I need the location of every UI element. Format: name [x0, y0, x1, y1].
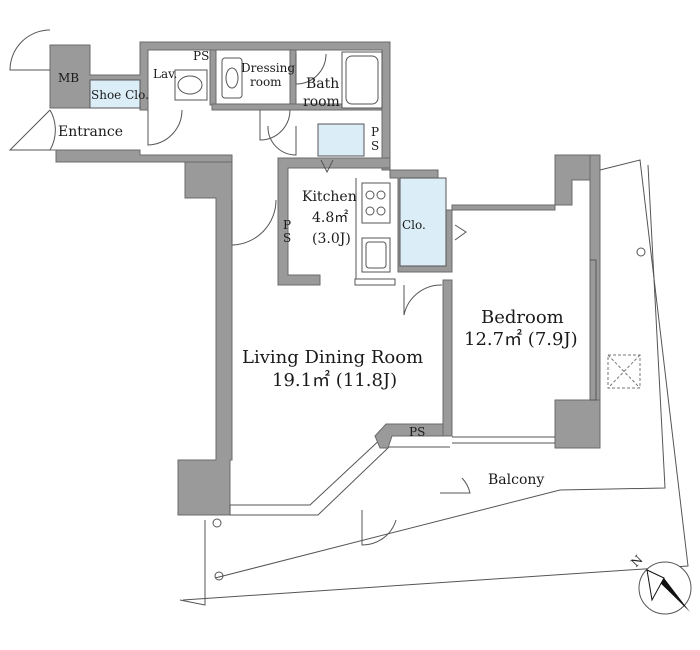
ps-kitchen-label-1: P: [283, 218, 291, 232]
bath-label-1: Bath: [306, 76, 339, 92]
ps-right-label-1: P: [371, 125, 379, 139]
bedroom-area-label: 12.7㎡ (7.9J): [464, 328, 578, 350]
compass-north-label: N: [628, 552, 645, 569]
ps-bottom-label: PS: [409, 425, 425, 439]
bath-label-2: room: [303, 94, 340, 110]
compass-icon: N: [628, 552, 692, 615]
ps-top-label: PS: [193, 49, 209, 63]
doors: [8, 29, 471, 546]
pantry-area: [317, 123, 365, 157]
kitchen-label: Kitchen: [302, 189, 357, 205]
lavatory-label: Lav.: [153, 67, 177, 81]
living-walls: [177, 154, 453, 516]
ps-kitchen-label-2: S: [283, 231, 291, 245]
kitchen-jo-label: (3.0J): [312, 231, 351, 247]
mb-label: MB: [58, 71, 79, 85]
closet-label: Clo.: [402, 218, 426, 232]
shoe-closet-area: [89, 79, 141, 109]
kitchen-area-label: 4.8㎡: [312, 210, 348, 226]
living-area-label: 19.1㎡ (11.8J): [272, 369, 397, 391]
dressing-label-2: room: [250, 75, 282, 89]
entrance-label: Entrance: [58, 124, 123, 140]
shoe-closet-label: Shoe Clo.: [91, 88, 149, 102]
bedroom-label: Bedroom: [481, 307, 564, 328]
fixtures: [174, 51, 597, 515]
ps-right-label-2: S: [371, 139, 379, 153]
closet-area: [399, 177, 447, 267]
dressing-label-1: Dressing: [241, 61, 295, 75]
balcony-label: Balcony: [488, 472, 544, 488]
living-label: Living Dining Room: [242, 347, 423, 368]
